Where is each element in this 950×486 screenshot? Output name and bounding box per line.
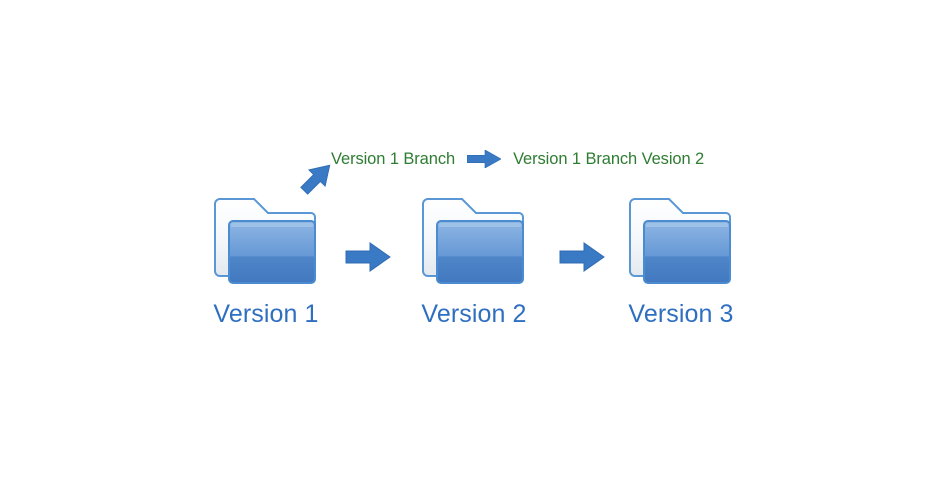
folder-icon[interactable] (210, 193, 322, 297)
folder-label: Version 2 (421, 300, 527, 328)
folder-label: Version 3 (628, 300, 734, 328)
folder-group-version-2[interactable]: Version 2 (394, 193, 554, 329)
folder-group-version-1[interactable]: Version 1 (186, 193, 346, 329)
branch-source-label: Version 1 Branch (331, 150, 456, 168)
arrow-right-icon (559, 242, 605, 272)
arrow-right-icon (345, 242, 391, 272)
arrow-right-icon (467, 150, 502, 168)
folder-group-version-3[interactable]: Version 3 (601, 193, 761, 329)
branch-target-label: Version 1 Branch Vesion 2 (513, 150, 705, 168)
arrow-up-right-icon (297, 158, 337, 198)
branch-caption: Version 1 Branch Version 1 Branch Vesion… (331, 149, 704, 169)
folder-icon[interactable] (625, 193, 737, 297)
folder-icon[interactable] (418, 193, 530, 297)
folder-label: Version 1 (213, 300, 319, 328)
